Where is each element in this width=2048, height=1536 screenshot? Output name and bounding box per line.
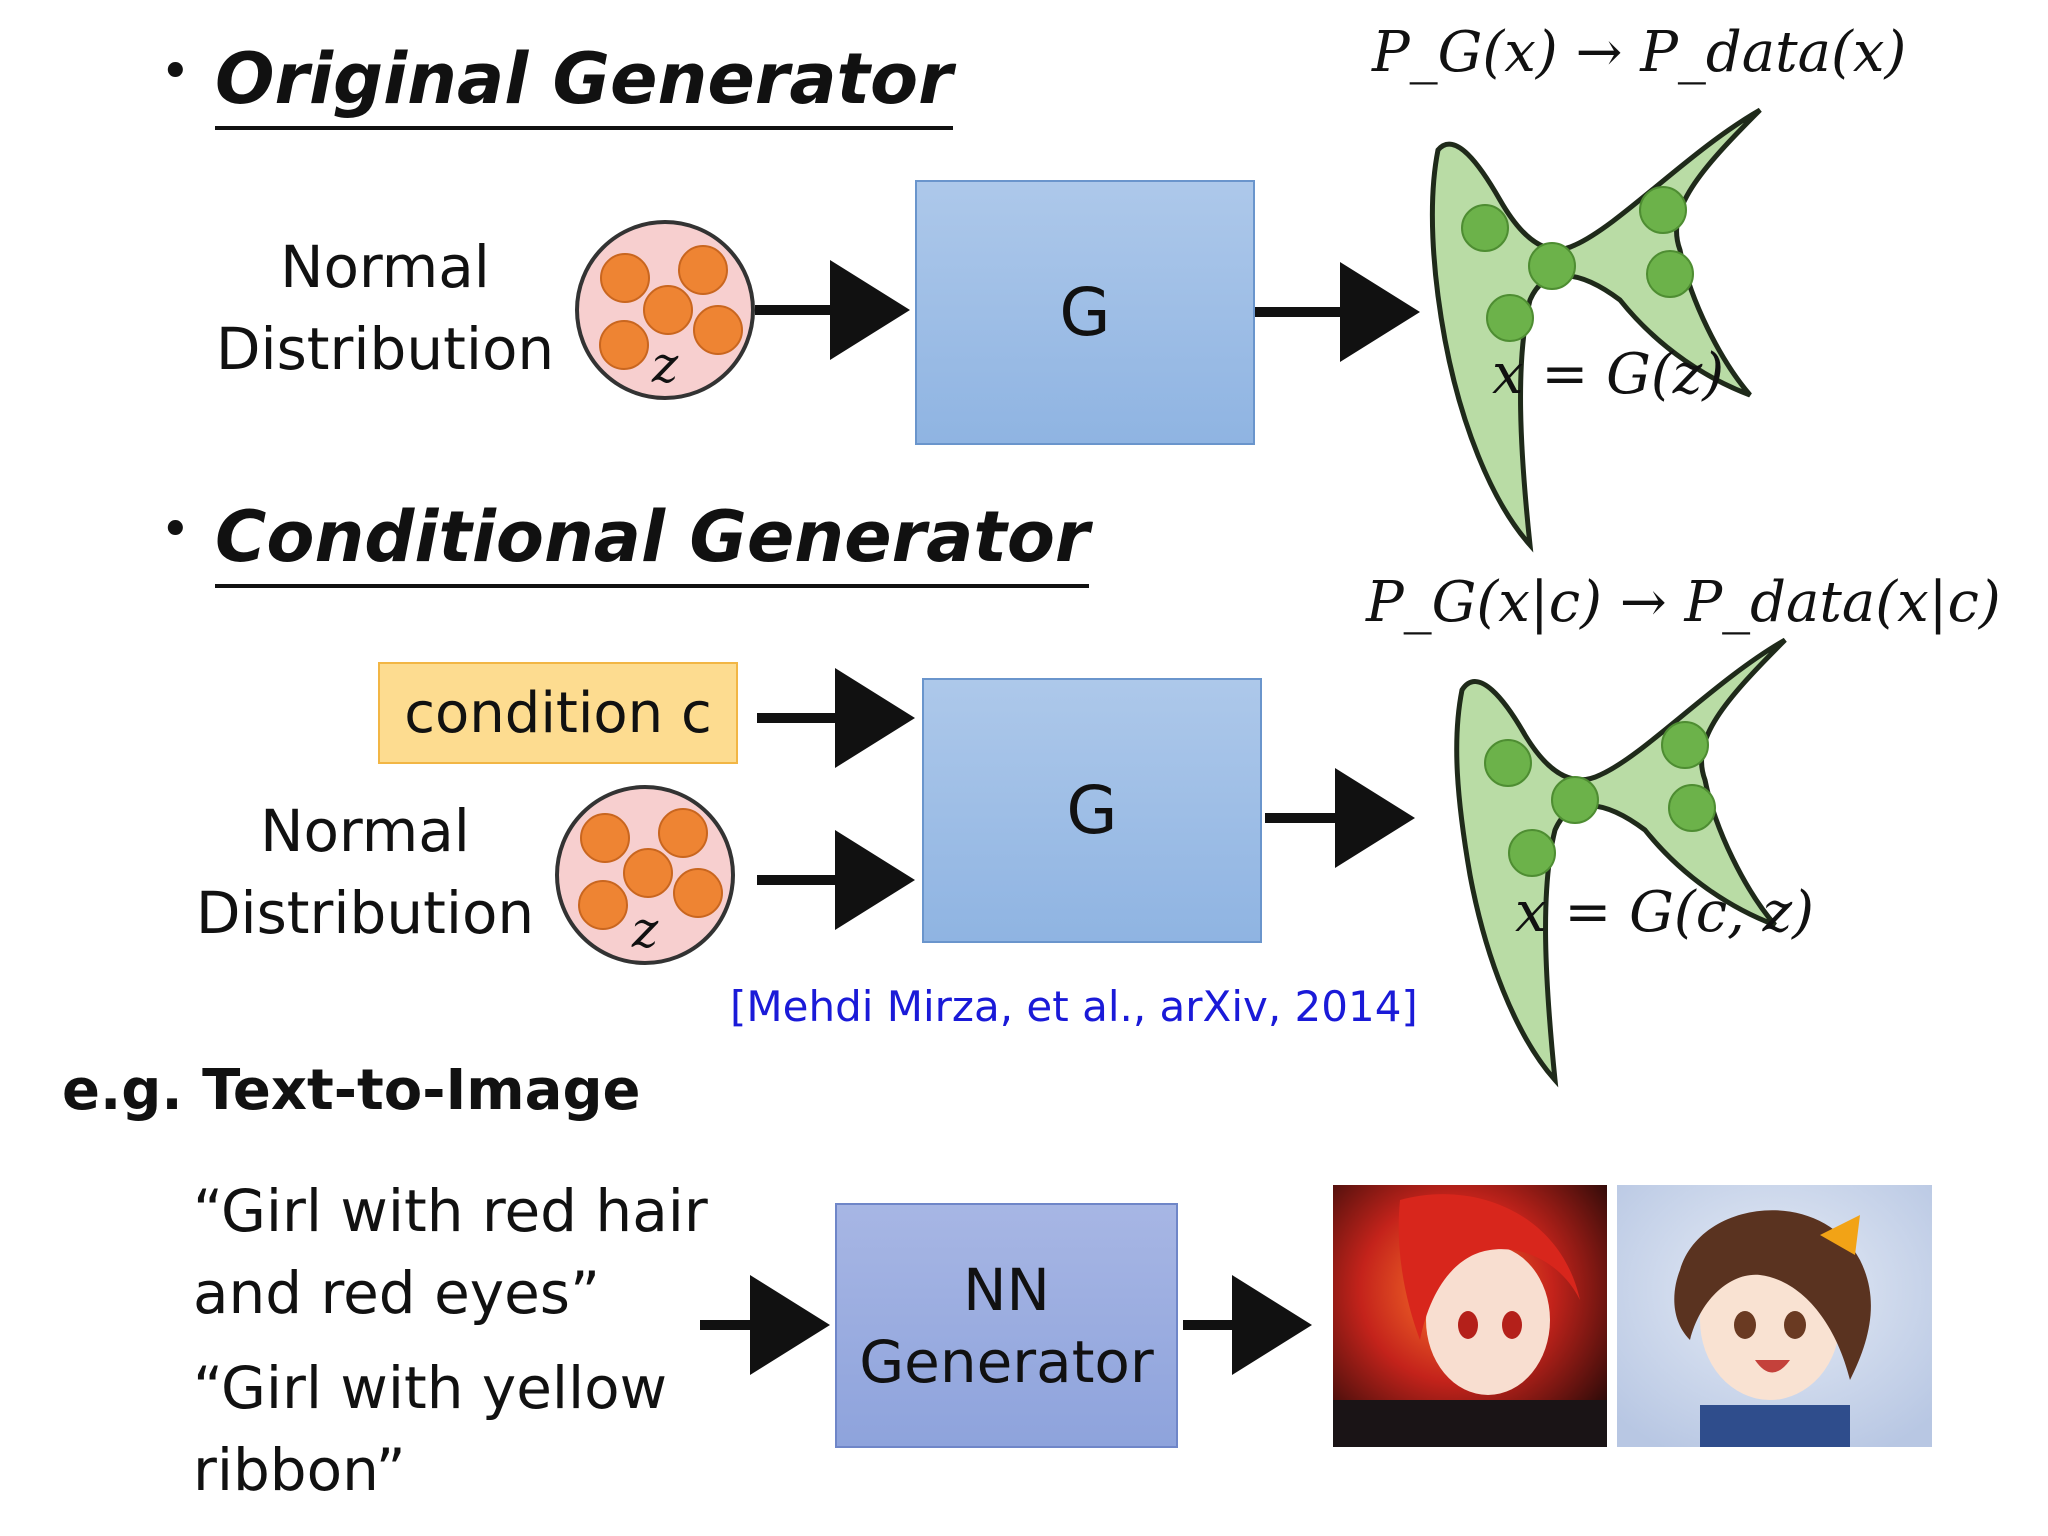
condition-label: condition c (404, 680, 712, 746)
prompt-red-hair-line2: and red eyes” (193, 1259, 601, 1327)
prompt-red-hair: “Girl with red hair and red eyes” (193, 1170, 708, 1334)
conditional-input-label-line1: Normal (260, 797, 470, 865)
nn-generator-line2: Generator (859, 1327, 1154, 1396)
arrows (700, 260, 1420, 1375)
original-input-label: Normal Distribution (200, 226, 570, 390)
original-heading: Original Generator (215, 38, 953, 130)
original-dist-formula: P_G(x) → P_data(x) (1372, 20, 1907, 85)
condition-box: condition c (378, 662, 738, 764)
original-latent-symbol: z (651, 336, 679, 394)
original-input-label-line2: Distribution (215, 315, 555, 383)
example-heading: e.g. Text-to-Image (62, 1058, 641, 1123)
prompt-yellow-ribbon: “Girl with yellow ribbon” (193, 1347, 667, 1511)
conditional-output-distribution (1454, 637, 1787, 1088)
conditional-latent-circle (555, 785, 735, 965)
conditional-output-formula: x = G(c, z) (1515, 880, 1815, 945)
conditional-generator-box: G (922, 678, 1262, 943)
original-generator-label: G (1059, 274, 1111, 351)
prompt-yellow-ribbon-line2: ribbon” (193, 1436, 406, 1504)
nn-generator-line1: NN (963, 1255, 1050, 1324)
prompt-yellow-ribbon-line1: “Girl with yellow (193, 1354, 668, 1422)
output-image-red-hair (1333, 1185, 1607, 1447)
original-generator-box: G (915, 180, 1255, 445)
conditional-input-label: Normal Distribution (180, 790, 550, 954)
conditional-generator-label: G (1066, 772, 1118, 849)
conditional-heading: Conditional Generator (215, 496, 1090, 588)
original-input-label-line1: Normal (280, 233, 490, 301)
conditional-latent-symbol: z (631, 901, 659, 959)
conditional-input-label-line2: Distribution (195, 879, 535, 947)
output-image-yellow-ribbon (1617, 1185, 1932, 1447)
citation: [Mehdi Mirza, et al., arXiv, 2014] (730, 982, 1418, 1031)
prompt-red-hair-line1: “Girl with red hair (193, 1177, 708, 1245)
nn-generator-box: NN Generator (835, 1203, 1178, 1448)
original-output-distribution (1429, 107, 1762, 553)
bullet-conditional: • (160, 500, 191, 560)
original-latent-circle (575, 220, 755, 400)
bullet-original: • (160, 42, 191, 102)
original-output-formula: x = G(z) (1492, 342, 1725, 407)
conditional-dist-formula: P_G(x|c) → P_data(x|c) (1366, 570, 2001, 635)
